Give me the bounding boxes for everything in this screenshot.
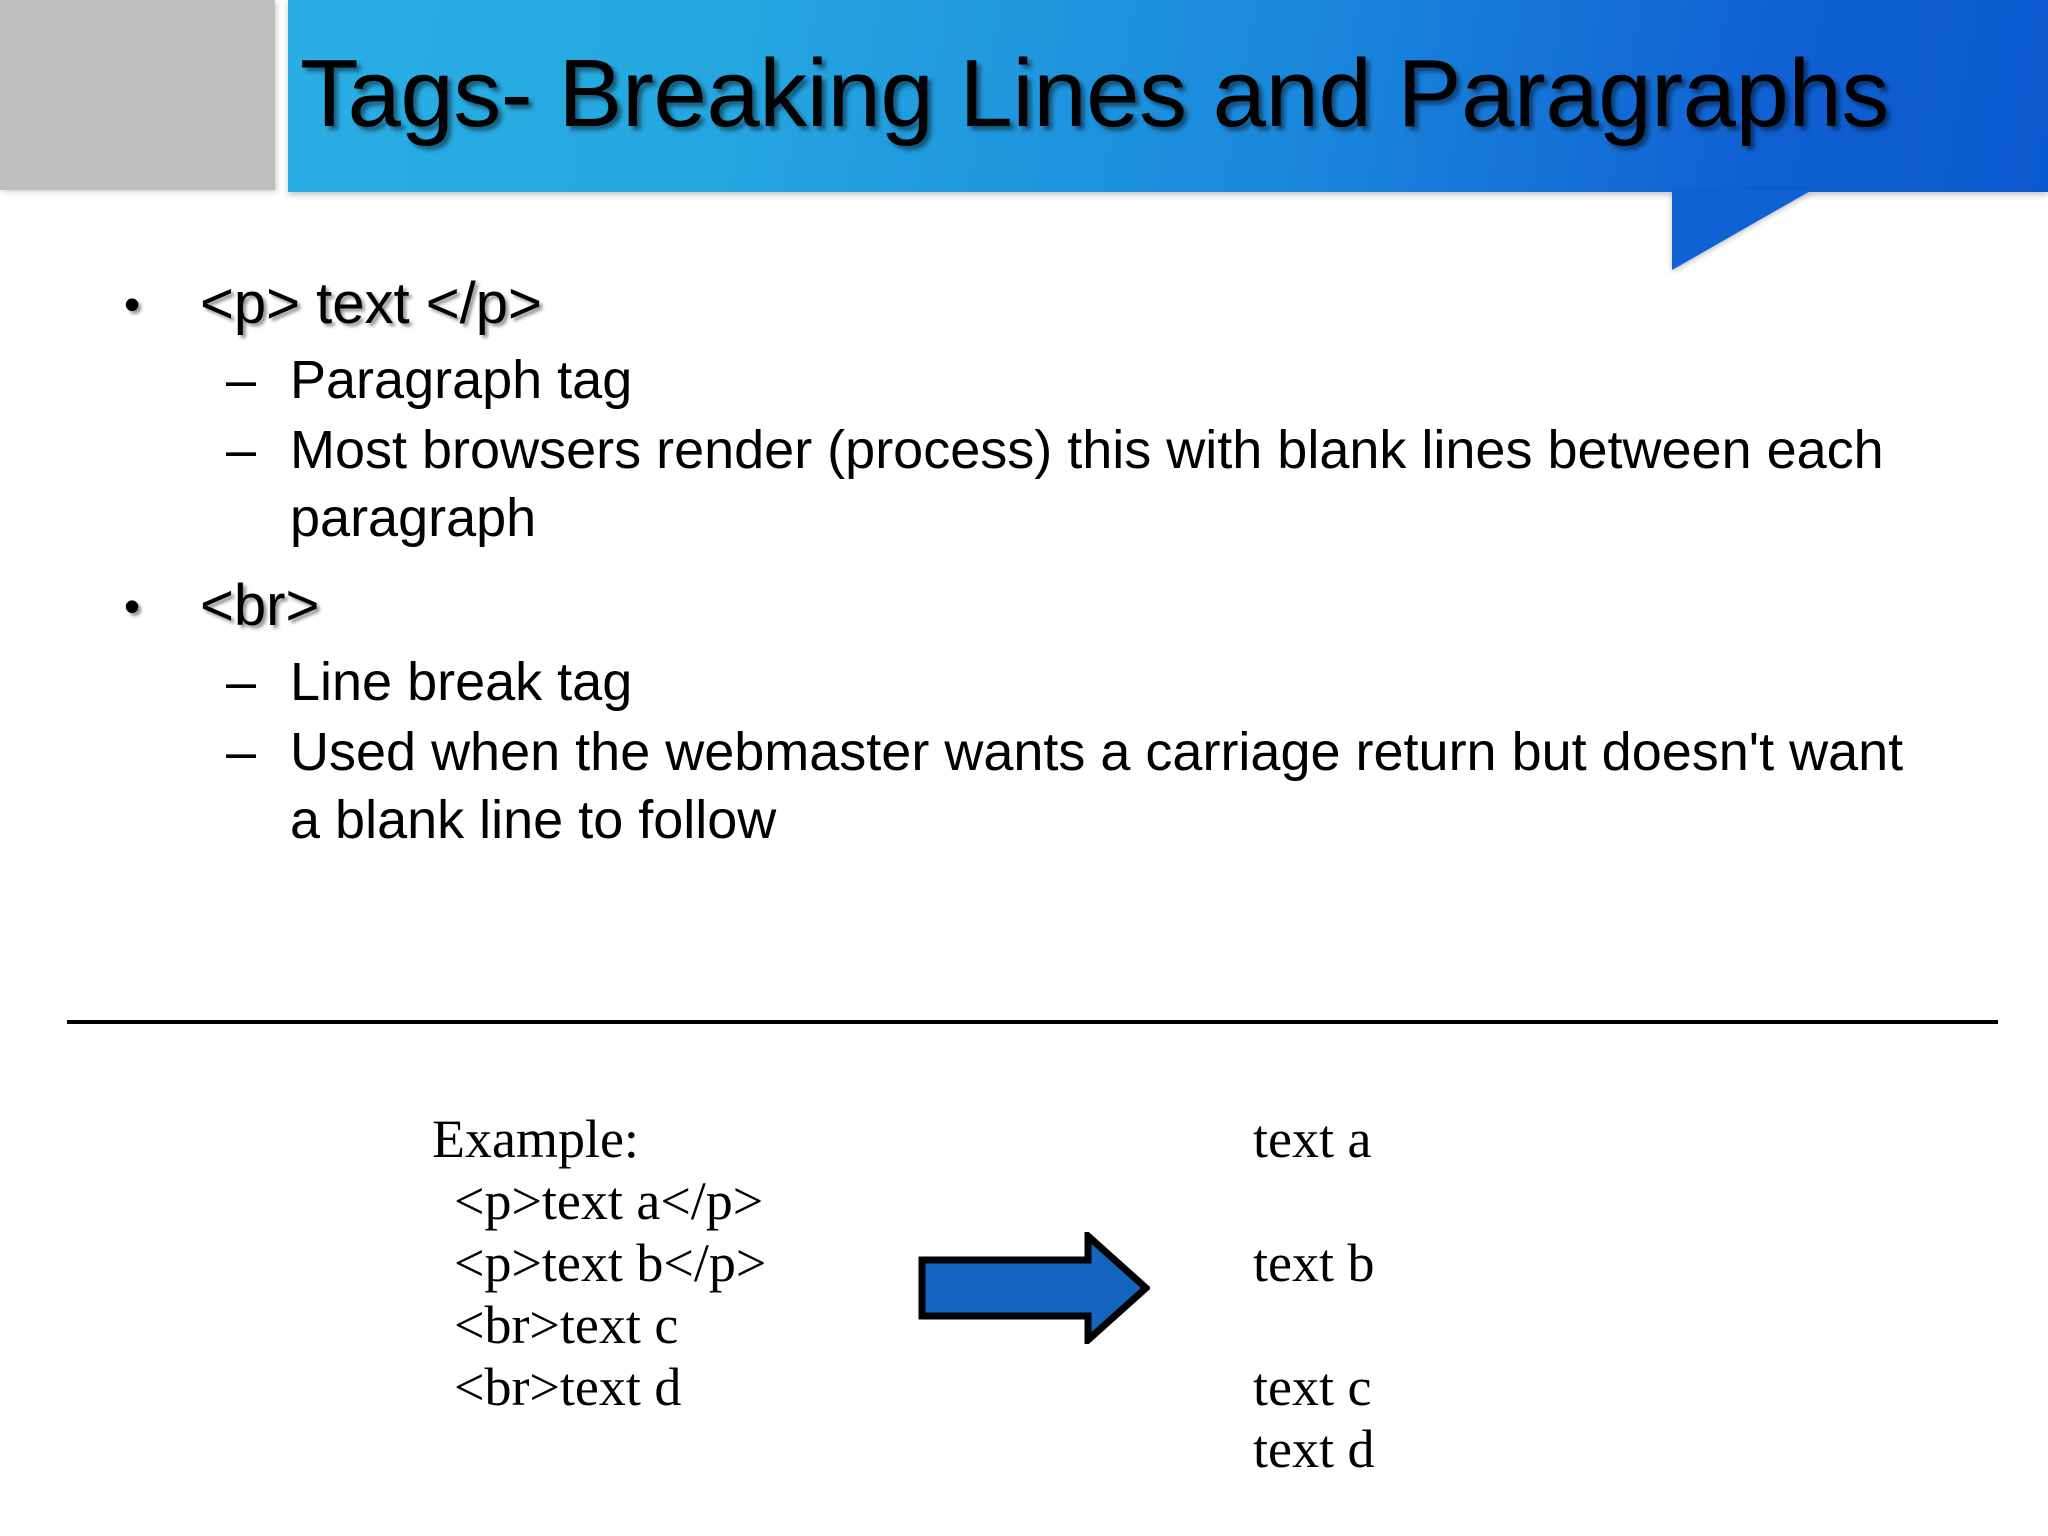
bullet-dot-icon: • [124, 278, 141, 330]
horizontal-divider [67, 1020, 1998, 1024]
bullet-item-level1: • <br> [0, 570, 2048, 642]
page-title: Tags- Breaking Lines and Paragraphs [300, 40, 1889, 147]
output-blank-line [1253, 1170, 1374, 1232]
example-output-block: text a text b text c text d [1253, 1108, 1374, 1480]
bullet-item-level2: – Used when the webmaster wants a carria… [0, 718, 2048, 854]
dash-marker-icon: – [226, 350, 257, 410]
bullet-dot-icon: • [124, 580, 141, 632]
bullet-item-level2: – Line break tag [0, 648, 2048, 716]
bullet-level2-label: Used when the webmaster wants a carriage… [290, 722, 1904, 850]
example-code-line: <p>text a</p> [454, 1171, 764, 1231]
bullet-list: • <p> text </p> – Paragraph tag – Most b… [0, 268, 2048, 856]
output-blank-line [1253, 1294, 1374, 1356]
title-banner [288, 0, 2048, 192]
example-label: Example: [432, 1109, 639, 1169]
output-line: text d [1253, 1419, 1375, 1479]
output-line: text c [1253, 1357, 1372, 1417]
example-code-line: <br>text c [454, 1295, 679, 1355]
dash-marker-icon: – [226, 722, 257, 782]
bullet-item-level2: – Most browsers render (process) this wi… [0, 416, 2048, 552]
bullet-level1-label: <br> [200, 573, 320, 638]
bullet-item-level1: • <p> text </p> [0, 268, 2048, 340]
right-arrow-icon [918, 1232, 1150, 1344]
speech-bubble-tail-icon [1672, 190, 1812, 270]
bullet-level2-label: Paragraph tag [290, 350, 633, 410]
bullet-level2-label: Line break tag [290, 652, 633, 712]
bullet-level1-label: <p> text </p> [200, 271, 542, 336]
dash-marker-icon: – [226, 420, 257, 480]
bullet-item-level2: – Paragraph tag [0, 346, 2048, 414]
output-line: text b [1253, 1233, 1375, 1293]
example-section: Example: <p>text a</p> <p>text b</p> <br… [0, 1080, 2048, 1536]
example-code-line: <br>text d [454, 1357, 682, 1417]
bullet-level2-label: Most browsers render (process) this with… [290, 420, 1884, 548]
example-code-block: Example: <p>text a</p> <p>text b</p> <br… [432, 1108, 766, 1418]
example-code-line: <p>text b</p> [454, 1233, 767, 1293]
output-line: text a [1253, 1109, 1372, 1169]
header-gray-block [0, 0, 275, 190]
dash-marker-icon: – [226, 652, 257, 712]
slide-header: Tags- Breaking Lines and Paragraphs [0, 0, 2048, 280]
